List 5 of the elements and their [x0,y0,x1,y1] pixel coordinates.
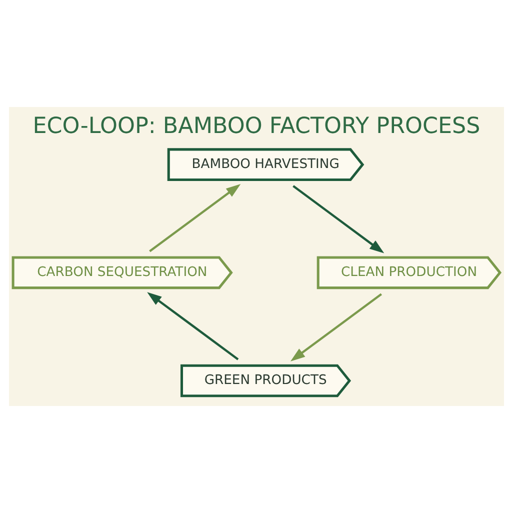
diagram-title: ECO-LOOP: BAMBOO FACTORY PROCESS [32,112,480,138]
arrow [290,292,382,361]
arrow [146,292,238,360]
arrow [292,184,384,253]
arrow [148,184,240,252]
